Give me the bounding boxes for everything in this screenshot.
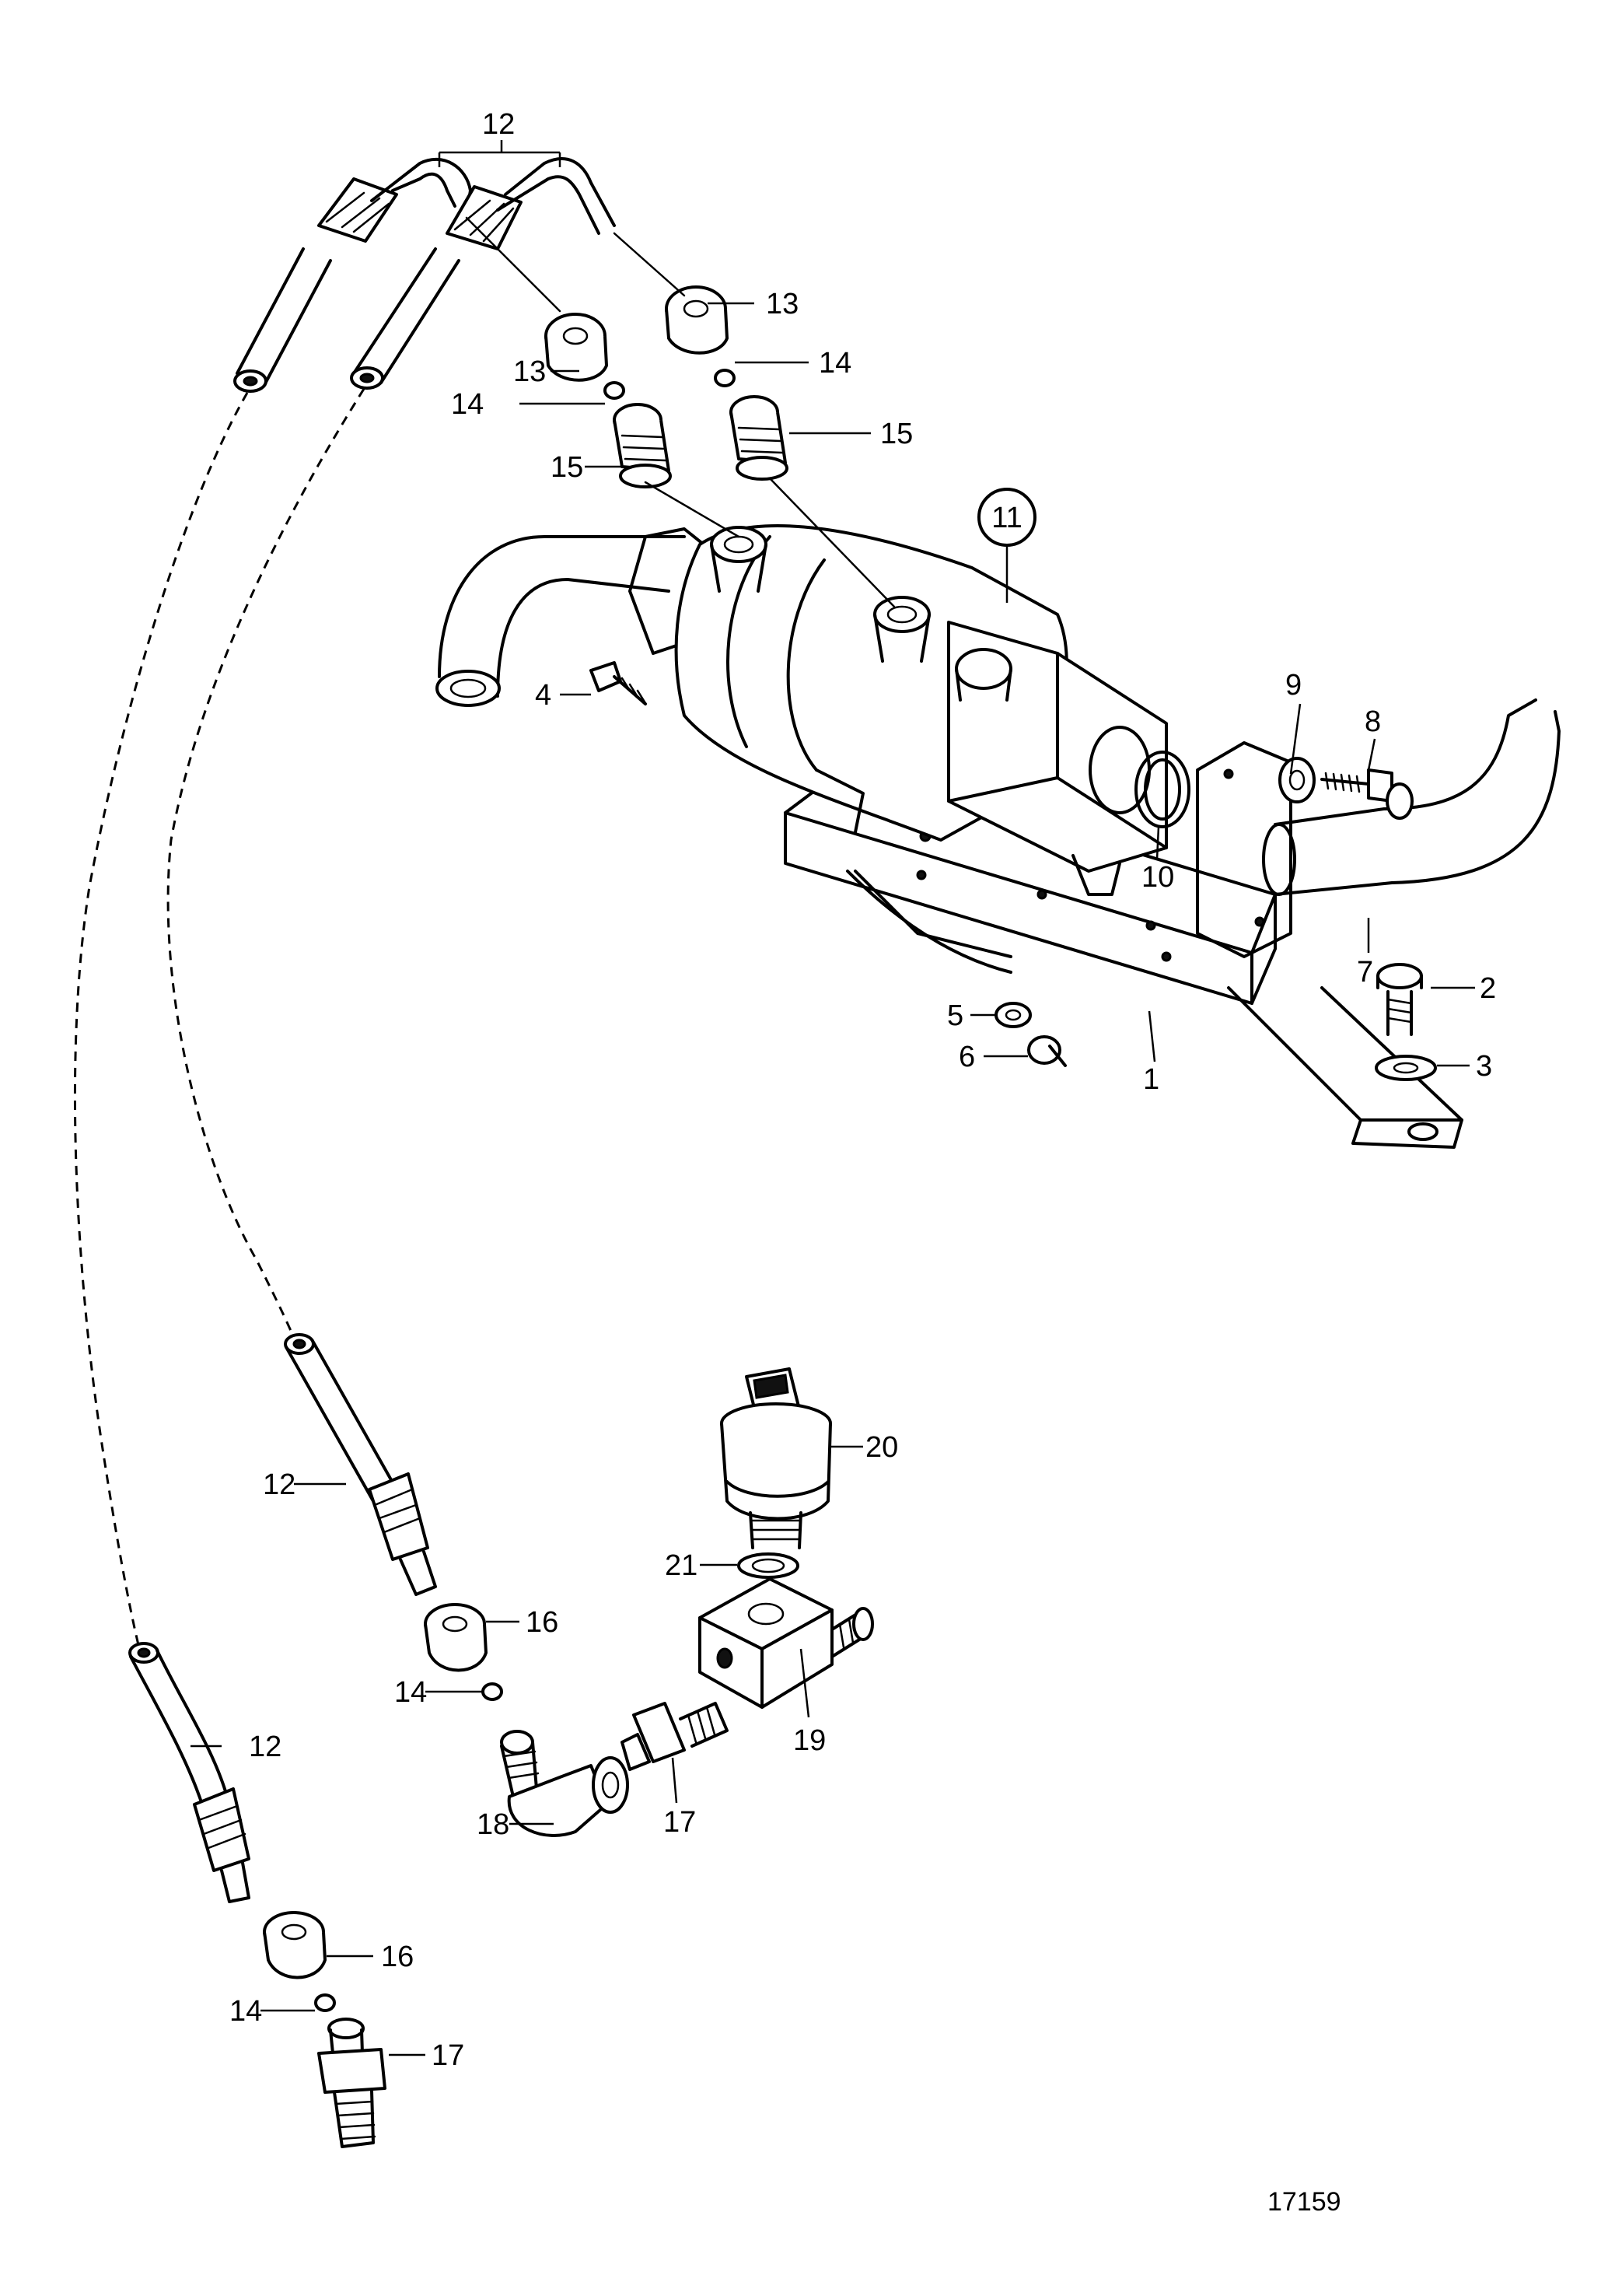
callout-12-middle: 12 <box>263 1468 295 1501</box>
washer-5 <box>995 1002 1032 1028</box>
axis-line-pipe-left <box>465 216 561 313</box>
olive-14-upper-left <box>603 381 625 400</box>
callout-18: 18 <box>477 1808 509 1841</box>
screw-4 <box>589 661 647 705</box>
callout-19: 19 <box>793 1724 826 1757</box>
adapter-17-lower <box>317 2018 386 2148</box>
nipple-15-right <box>729 395 788 481</box>
callout-17-middle: 17 <box>663 1806 696 1839</box>
axis-line-right <box>768 477 896 608</box>
olive-14-lower <box>314 1993 336 2012</box>
callout-15-upper-right: 15 <box>880 418 913 450</box>
callout-labels: 12 13 13 14 14 15 15 11 4 9 8 10 7 2 3 5… <box>229 108 1496 2217</box>
nut-6 <box>1027 1035 1067 1067</box>
leader-lines <box>191 140 1475 2056</box>
callout-10: 10 <box>1141 861 1174 894</box>
callout-1: 1 <box>1143 1063 1159 1096</box>
callout-16-lower: 16 <box>381 1941 414 1973</box>
sealing-washer-21 <box>737 1552 799 1579</box>
axis-line-pipe-right <box>613 232 686 297</box>
callout-3: 3 <box>1476 1050 1492 1083</box>
elbow-18 <box>500 1730 629 1837</box>
callout-16-middle: 16 <box>526 1606 558 1639</box>
figure-number: 17159 <box>1267 2187 1341 2217</box>
callout-14-upper-right: 14 <box>819 347 851 380</box>
callout-11-circle <box>977 488 1036 547</box>
callout-12-top: 12 <box>482 108 515 141</box>
union-nut-13-left <box>544 313 608 382</box>
callout-14-lower: 14 <box>229 1995 262 2028</box>
routing-line-inner <box>166 388 365 1339</box>
washer-3 <box>1375 1055 1437 1081</box>
tee-block-19 <box>698 1577 874 1709</box>
nipple-15-left <box>613 403 672 488</box>
bolt-8 <box>1320 768 1414 820</box>
callout-20: 20 <box>865 1431 898 1464</box>
axis-line-left <box>644 481 740 538</box>
callout-12-lower: 12 <box>249 1731 281 1763</box>
fuel-pipe-lower <box>128 1642 250 1903</box>
outlet-pipe <box>1196 698 1561 958</box>
callout-8: 8 <box>1365 705 1381 738</box>
union-nut-16-middle <box>424 1603 488 1672</box>
callout-14-middle: 14 <box>394 1676 427 1709</box>
callout-17-lower: 17 <box>432 2039 464 2072</box>
callout-21: 21 <box>665 1549 697 1582</box>
callout-15-upper-left: 15 <box>551 451 583 484</box>
callout-6: 6 <box>959 1041 975 1073</box>
fuel-filter-housing <box>435 524 1168 896</box>
union-nut-13-right <box>665 285 729 355</box>
fuel-pipe-middle <box>284 1333 437 1596</box>
union-nut-16-lower <box>263 1911 327 1979</box>
fuel-pipe-pair <box>233 157 616 393</box>
olive-14-middle <box>481 1682 503 1701</box>
callout-9: 9 <box>1285 669 1302 702</box>
callout-14-upper-left: 14 <box>451 388 484 421</box>
callout-4: 4 <box>535 679 551 712</box>
callout-5: 5 <box>947 999 963 1032</box>
o-ring <box>1134 751 1190 828</box>
washer-9 <box>1278 757 1316 803</box>
callout-11: 11 <box>991 502 1022 534</box>
callout-7: 7 <box>1357 956 1373 989</box>
callout-13-upper-left: 13 <box>513 355 546 388</box>
bolt-2 <box>1376 963 1423 1036</box>
callout-2: 2 <box>1480 972 1496 1005</box>
olive-14-upper-right <box>714 369 736 387</box>
routing-line-outer <box>73 392 249 1646</box>
pressure-switch-20 <box>720 1367 832 1549</box>
callout-13-upper-right: 13 <box>766 288 799 320</box>
adapter-17-middle <box>620 1702 729 1771</box>
